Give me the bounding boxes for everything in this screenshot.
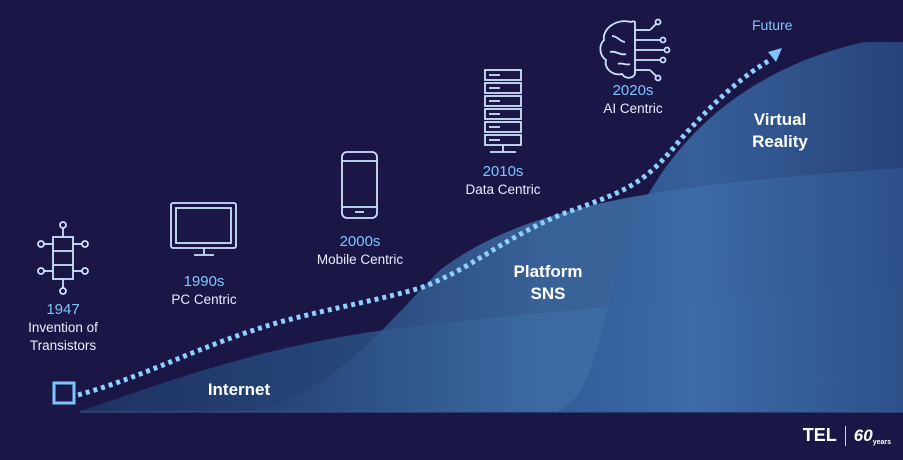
era-year: 2010s	[482, 163, 524, 180]
era-desc: PC Centric	[171, 292, 237, 307]
anniversary-sub: years	[872, 438, 891, 446]
era-year: 1947	[46, 301, 80, 318]
virtual-reality-wave	[555, 42, 903, 412]
monitor-icon	[170, 202, 237, 256]
anniversary-number: 60	[853, 425, 873, 445]
era-desc: Mobile Centric	[316, 252, 404, 267]
vr-label-line2: Reality	[752, 132, 808, 151]
era-year: 2000s	[339, 233, 381, 250]
era-1990s: 1990s PC Centric	[154, 273, 254, 309]
brand-name: TEL	[802, 425, 837, 445]
internet-label: Internet	[207, 380, 271, 399]
era-year: 1990s	[183, 273, 225, 290]
era-year: 2020s	[612, 82, 654, 99]
era-desc: AI Centric	[603, 101, 663, 116]
era-desc-line2: Transistors	[29, 338, 97, 353]
future-label: Future	[752, 17, 793, 33]
platform-label-line2: SNS	[530, 284, 566, 303]
era-desc-line1: Invention of	[28, 320, 98, 335]
progression-path	[77, 57, 772, 398]
era-1947: 1947 Invention of Transistors	[14, 301, 112, 355]
brand-logo: TEL 60years	[803, 425, 891, 446]
start-square	[52, 381, 76, 405]
brain-circuit-icon	[599, 18, 671, 82]
vr-label-line1: Virtual	[753, 110, 807, 129]
brand-divider	[844, 425, 846, 446]
era-2020s: 2020s AI Centric	[583, 82, 683, 118]
era-2010s: 2010s Data Centric	[453, 163, 553, 199]
anniversary-mark: 60years	[854, 426, 891, 446]
future-arrow-icon	[768, 48, 782, 62]
smartphone-icon	[341, 151, 378, 219]
virtual-reality-label: Virtual Reality	[735, 109, 825, 153]
era-desc: Data Centric	[465, 182, 541, 197]
transistor-icon	[37, 221, 89, 295]
platform-sns-label: Platform SNS	[498, 261, 598, 305]
era-2000s: 2000s Mobile Centric	[305, 233, 415, 269]
server-rack-icon	[484, 69, 522, 153]
platform-label-line1: Platform	[513, 262, 583, 281]
